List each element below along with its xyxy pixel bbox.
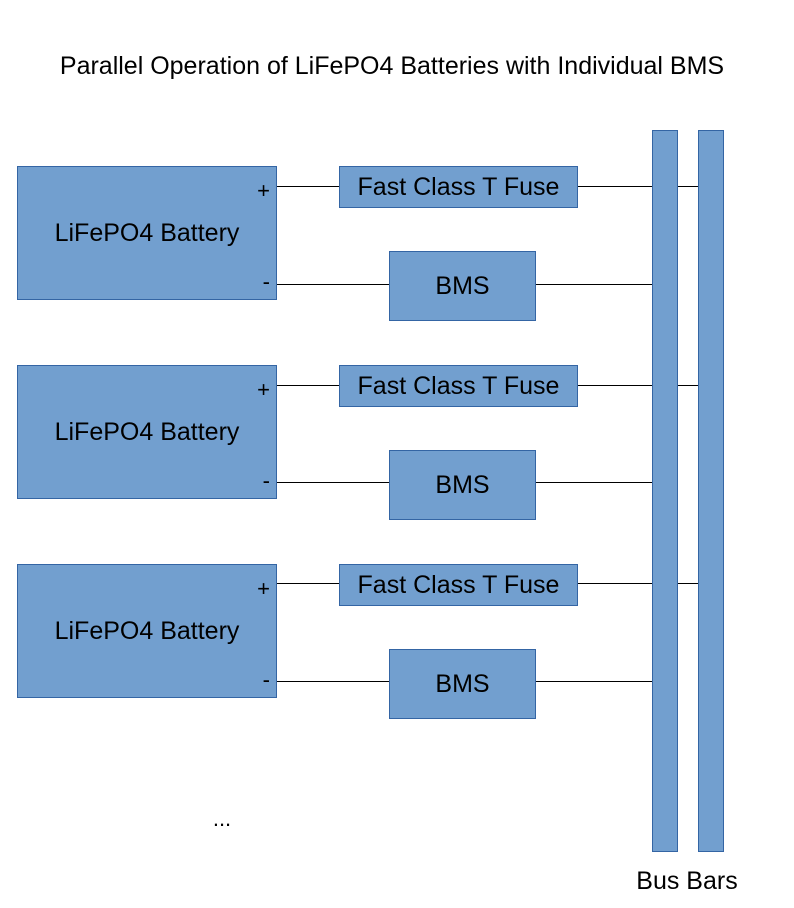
wire-battery-1-negative-to-bms	[277, 284, 389, 285]
battery-3: LiFePO4 Battery + -	[17, 564, 277, 698]
wire-fuse-1-to-positive-busbar	[578, 186, 698, 187]
fuse-2: Fast Class T Fuse	[339, 365, 578, 407]
bms-label: BMS	[435, 271, 490, 300]
wire-bms-2-to-negative-busbar	[536, 482, 652, 483]
continuation-ellipsis: ...	[212, 806, 232, 831]
fuse-label: Fast Class T Fuse	[357, 371, 560, 400]
battery-label: LiFePO4 Battery	[54, 617, 240, 645]
negative-busbar	[652, 130, 678, 852]
battery-1: LiFePO4 Battery + -	[17, 166, 277, 300]
wire-battery-2-negative-to-bms	[277, 482, 389, 483]
fuse-label: Fast Class T Fuse	[357, 570, 560, 599]
negative-terminal-label: -	[262, 269, 270, 294]
negative-terminal-label: -	[262, 468, 270, 493]
bms-1: BMS	[389, 251, 536, 321]
bms-label: BMS	[435, 669, 490, 698]
battery-label: LiFePO4 Battery	[54, 219, 240, 247]
fuse-3: Fast Class T Fuse	[339, 564, 578, 606]
wire-battery-3-negative-to-bms	[277, 681, 389, 682]
wire-bms-3-to-negative-busbar	[536, 681, 652, 682]
wire-battery-2-positive-to-fuse	[277, 385, 339, 386]
bms-label: BMS	[435, 470, 490, 499]
battery-2: LiFePO4 Battery + -	[17, 365, 277, 499]
positive-terminal-label: +	[257, 178, 270, 203]
wire-bms-1-to-negative-busbar	[536, 284, 652, 285]
wire-fuse-3-to-positive-busbar	[578, 583, 698, 584]
fuse-label: Fast Class T Fuse	[357, 172, 560, 201]
wire-fuse-2-to-positive-busbar	[578, 385, 698, 386]
positive-terminal-label: +	[257, 377, 270, 402]
positive-busbar	[698, 130, 724, 852]
bms-3: BMS	[389, 649, 536, 719]
wire-battery-1-positive-to-fuse	[277, 186, 339, 187]
battery-label: LiFePO4 Battery	[54, 418, 240, 446]
fuse-1: Fast Class T Fuse	[339, 166, 578, 208]
bms-2: BMS	[389, 450, 536, 520]
negative-terminal-label: -	[262, 667, 270, 692]
diagram-title: Parallel Operation of LiFePO4 Batteries …	[59, 52, 725, 80]
wire-battery-3-positive-to-fuse	[277, 583, 339, 584]
positive-terminal-label: +	[257, 576, 270, 601]
busbars-caption: Bus Bars	[636, 867, 738, 895]
